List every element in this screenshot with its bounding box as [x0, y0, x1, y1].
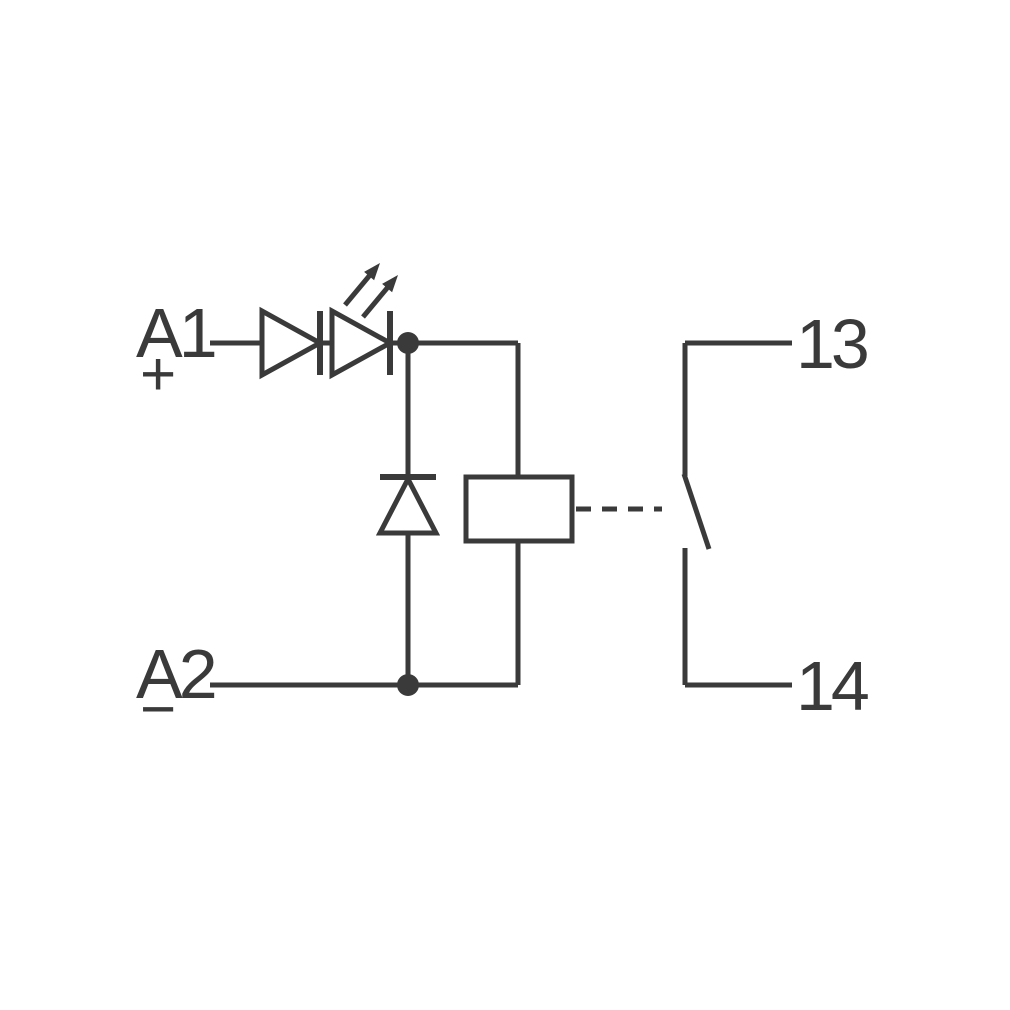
terminal-a2-label: A2: [136, 635, 215, 713]
led-icon: [329, 263, 398, 380]
diode-icon: [259, 306, 326, 380]
terminal-13-label: 13: [796, 305, 867, 383]
polarity-plus-label: +: [140, 340, 176, 409]
polarity-minus-label: −: [140, 675, 176, 744]
diode-triangle: [259, 306, 326, 380]
flyback-triangle: [375, 473, 441, 536]
junction-dot: [397, 674, 419, 696]
led-arrow-icon: [361, 275, 398, 319]
terminal-14-label: 14: [796, 647, 868, 725]
contact-blade: [681, 473, 712, 550]
junction-dot: [397, 332, 419, 354]
relay-coil-box: [463, 474, 575, 544]
terminal-a1-label: A1: [136, 294, 215, 372]
flyback-diode-icon: [375, 473, 441, 536]
led-arrow-icon: [343, 263, 380, 307]
led-triangle: [329, 306, 396, 380]
no-contact-switch: [681, 343, 712, 685]
